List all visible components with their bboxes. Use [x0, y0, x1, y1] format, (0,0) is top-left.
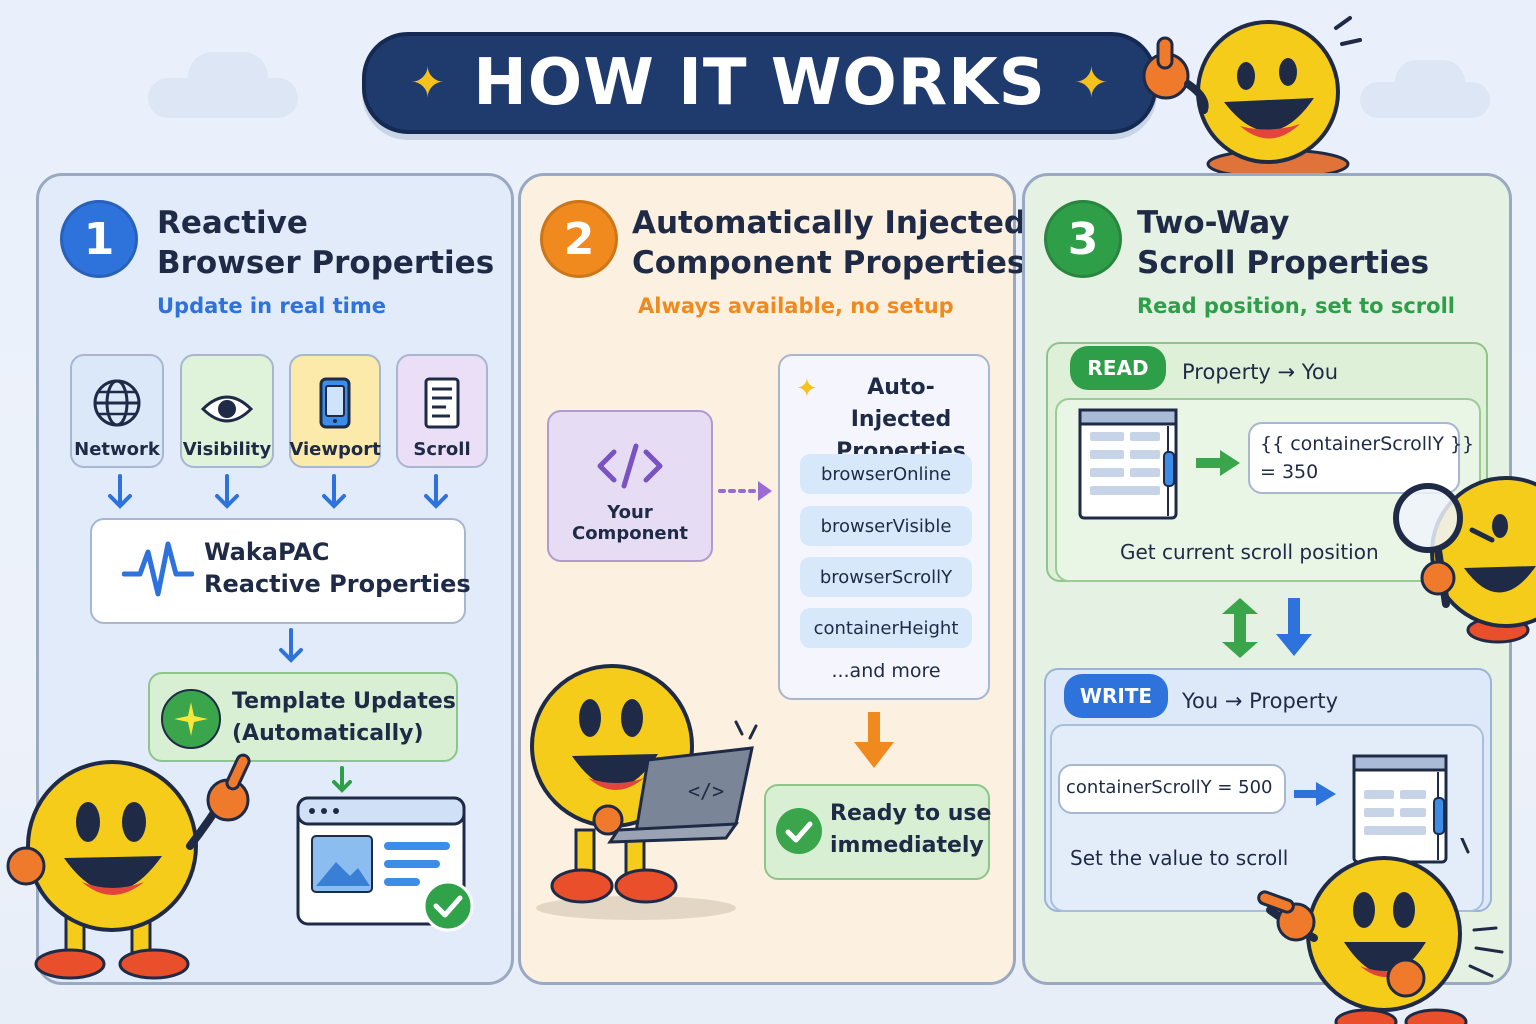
write-code: containerScrollY = 500: [1066, 777, 1273, 798]
card-viewport-label: Viewport: [289, 439, 381, 460]
property-browser-visible: browserVisible: [800, 506, 972, 546]
pulse-icon: [122, 541, 194, 597]
step-number-2: 2: [540, 200, 618, 278]
arrow-right-blue: [1294, 782, 1336, 806]
phone-icon: [319, 377, 351, 429]
two-way-arrows: [1222, 598, 1312, 658]
eye-icon: [200, 395, 254, 423]
write-tag: WRITE: [1064, 674, 1168, 718]
globe-icon: [93, 379, 141, 427]
mascot-pointing-left: [1257, 838, 1504, 1024]
card-scroll: Scroll: [396, 354, 488, 468]
property-browser-scroll-y: browserScrollY: [800, 557, 972, 597]
write-direction: You → Property: [1182, 689, 1339, 713]
card-scroll-label: Scroll: [413, 439, 471, 460]
property-browser-online: browserOnline: [800, 454, 972, 494]
cloud-decoration: [188, 52, 268, 102]
ready-label: Ready to use immediately: [830, 801, 992, 858]
mascot-thumbs-up: [1142, 16, 1362, 180]
check-circle-icon: [776, 808, 822, 854]
scroll-window-icon: [1352, 754, 1448, 864]
card-viewport: Viewport: [289, 354, 381, 468]
mascot-magnifier: [1393, 476, 1536, 644]
arrow-down: [332, 766, 352, 793]
document-icon: [424, 377, 460, 429]
title-banner: ✦ HOW IT WORKS ✦: [362, 32, 1157, 134]
sparkle-icon: ✦: [410, 58, 446, 107]
card-visibility: Visibility: [180, 354, 274, 468]
card-visibility-label: Visibility: [182, 439, 272, 460]
page-title: HOW IT WORKS: [473, 46, 1046, 120]
panel2-title: Automatically Injected Component Propert…: [632, 205, 1027, 281]
code-icon: [597, 443, 663, 489]
sparkle-check-icon: [161, 689, 221, 749]
arrow-down-orange: [854, 712, 894, 768]
browser-window-illustration: [296, 796, 474, 932]
cloud-decoration: [1395, 60, 1465, 104]
write-caption: Set the value to scroll: [1070, 846, 1289, 870]
more-properties: ...and more: [831, 660, 941, 682]
write-code-box: [1058, 764, 1286, 814]
step-number-1: 1: [60, 200, 138, 278]
scroll-window-icon: [1078, 408, 1178, 520]
arrows-to-core: [108, 474, 448, 509]
card-network-label: Network: [74, 439, 160, 460]
your-component-label: Your Component: [571, 502, 689, 544]
mascot-laptop: </>: [530, 664, 758, 920]
core-title: WakaPAC Reactive Properties: [204, 538, 471, 598]
arrow-right-green: [1196, 450, 1240, 476]
read-tag: READ: [1070, 346, 1166, 390]
svg-text:</>: </>: [688, 779, 724, 803]
panel2-subtitle: Always available, no setup: [638, 294, 954, 318]
sparkle-icon: ✦: [796, 374, 818, 404]
card-network: Network: [70, 354, 164, 468]
read-code-box: [1248, 422, 1460, 494]
step-number-3: 3: [1044, 200, 1122, 278]
read-direction: Property → You: [1182, 360, 1339, 384]
dotted-arrow-right: [718, 481, 772, 501]
read-caption: Get current scroll position: [1120, 540, 1379, 564]
read-code: {{ containerScrollY }} = 350: [1260, 433, 1475, 483]
panel3-title: Two-Way Scroll Properties: [1137, 205, 1430, 281]
panel3-subtitle: Read position, set to scroll: [1137, 294, 1455, 318]
panel1-subtitle: Update in real time: [157, 294, 386, 318]
mascot-pointing: [6, 753, 251, 980]
your-component-card: [547, 410, 713, 562]
panel1-title: Reactive Browser Properties: [157, 205, 495, 281]
arrow-down: [279, 628, 303, 663]
property-container-height: containerHeight: [800, 608, 972, 648]
template-updates-label: Template Updates (Automatically): [232, 689, 456, 746]
sparkle-icon: ✦: [1073, 58, 1109, 107]
